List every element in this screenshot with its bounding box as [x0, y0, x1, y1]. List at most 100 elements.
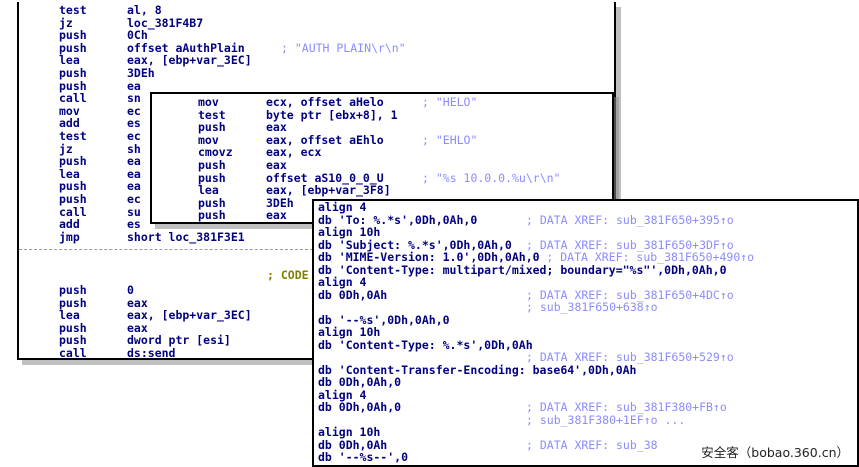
mnemonic: test — [59, 3, 87, 17]
code-line[interactable]: lea eax, [ebp+var_3EC] — [19, 54, 614, 67]
data-definition: align 4 — [318, 275, 367, 289]
operand: eax, [ebp+var_3EC] — [127, 53, 252, 68]
code-line[interactable]: push ea — [19, 155, 614, 168]
data-line[interactable]: db 0Dh,0Ah; DATA XREF: sub_38 — [314, 438, 857, 452]
data-line[interactable]: db 0Dh,0Ah; DATA XREF: sub_381F650+4DC↑o — [314, 287, 857, 302]
code-line[interactable]: test ec — [19, 130, 614, 143]
data-definition: db 0Dh,0Ah,0 — [318, 375, 402, 389]
mnemonic: test — [59, 129, 87, 143]
mnemonic: mov — [198, 132, 219, 147]
data-definition: db 'To: %.*s',0Dh,0Ah,0 — [318, 212, 478, 227]
operand: es — [127, 116, 141, 131]
mnemonic: push — [59, 154, 87, 169]
operand: 3DEh — [127, 66, 155, 80]
operand: ec — [127, 129, 141, 143]
data-line[interactable]: db 0Dh,0Ah,0 — [314, 376, 857, 389]
mnemonic: push — [198, 170, 226, 185]
operand: 0 — [127, 283, 134, 297]
data-line[interactable]: db 'To: %.*s',0Dh,0Ah,0; DATA XREF: sub_… — [314, 212, 857, 227]
data-definition: db 0Dh,0Ah — [318, 287, 388, 302]
operand: eax — [266, 158, 287, 172]
operand: 3DEh — [266, 195, 294, 210]
operand: ea — [127, 78, 141, 93]
data-line[interactable]: db 'MIME-Version: 1.0',0Dh,0Ah,0; DATA X… — [314, 251, 857, 264]
operand: eax, [ebp+var_3EC] — [127, 308, 252, 323]
code-line[interactable]: push 3DEh — [152, 197, 612, 210]
mnemonic: lea — [59, 53, 80, 68]
operand: dword ptr [esi] — [127, 333, 231, 348]
data-line[interactable]: db 'Content-Type: %.*s',0Dh,0Ah — [314, 338, 857, 352]
data-line[interactable]: align 4 — [314, 388, 857, 402]
data-line[interactable]: align 4 — [314, 276, 857, 289]
code-line[interactable]: push 0 — [19, 284, 614, 297]
comment: ; "EHLO" — [422, 132, 478, 147]
data-definition: db '--%s--',0 — [318, 450, 409, 464]
operand: loc_381F4B7 — [127, 15, 204, 30]
data-definition: align 10h — [318, 225, 381, 239]
xref-comment: ; sub_381F380+1EF↑o ... — [526, 412, 686, 427]
operand: ec — [127, 103, 141, 118]
operand: ea — [127, 154, 141, 169]
operand: eax — [266, 208, 287, 223]
operand: ecx, offset aHelo — [266, 95, 384, 109]
data-line[interactable]: ; sub_381F380+1EF↑o ... — [314, 412, 857, 427]
mnemonic: push — [59, 192, 87, 206]
data-line[interactable]: ; DATA XREF: sub_381F650+529↑o — [314, 351, 857, 364]
data-line[interactable]: db 'Content-Type: multipart/mixed; bound… — [314, 263, 857, 277]
data-line[interactable]: db '--%s',0Dh,0Ah,0 — [314, 313, 857, 327]
operand: eax — [127, 320, 148, 335]
data-line[interactable]: db 'Subject: %.*s',0Dh,0Ah,0; DATA XREF:… — [314, 237, 857, 252]
data-line[interactable]: ; sub_381F650+638↑o — [314, 301, 857, 314]
data-line[interactable]: align 10h — [314, 326, 857, 339]
operand: ea — [127, 166, 141, 181]
data-line[interactable]: align 10h — [314, 226, 857, 239]
operand: 0Ch — [127, 28, 148, 43]
data-definition: db 'Subject: %.*s',0Dh,0Ah,0 — [318, 237, 512, 252]
data-line[interactable]: align 4 — [314, 201, 857, 214]
data-line[interactable]: align 10h — [314, 426, 857, 439]
mnemonic: push — [198, 195, 226, 210]
xref-comment: ; DATA XREF: sub_381F650+490↑o — [546, 250, 755, 264]
operand: sn — [127, 91, 141, 106]
data-line[interactable]: db 'Content-Transfer-Encoding: base64',0… — [314, 362, 857, 377]
data-definition: db 'Content-Transfer-Encoding: base64',0… — [318, 362, 637, 377]
data-line[interactable]: db '--%s--',0 — [314, 451, 857, 464]
code-xref-label: ; CODE — [267, 268, 309, 282]
watermark: 安全客（bobao.360.cn） — [701, 445, 849, 460]
mnemonic: push — [59, 283, 87, 297]
mnemonic: mov — [198, 95, 219, 109]
data-line[interactable]: db 0Dh,0Ah,0; DATA XREF: sub_381F380+FB↑… — [314, 401, 857, 414]
operand: offset aS10_0_0_U — [266, 170, 384, 185]
mnemonic: jmp — [59, 229, 80, 244]
